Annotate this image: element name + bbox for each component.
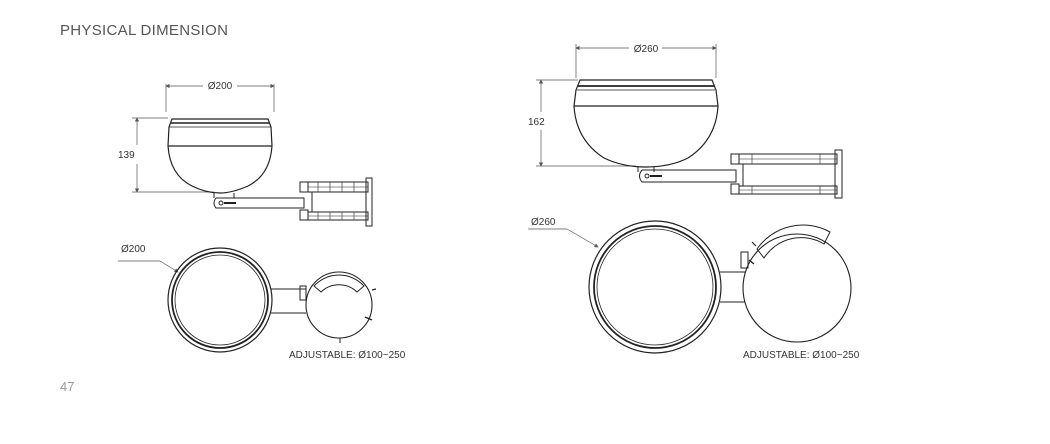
large-width-label: Ø260	[634, 44, 659, 55]
small-width-label: Ø200	[208, 81, 233, 92]
small-adjustable-label: ADJUSTABLE: Ø100~250	[289, 350, 406, 361]
small-dome	[167, 118, 273, 198]
large-fixture-side-view: Ø260 162	[528, 44, 843, 199]
small-width-dimension: Ø200	[165, 81, 275, 112]
large-clamp	[730, 149, 843, 199]
large-width-dimension: Ø260	[575, 44, 717, 78]
large-dome	[573, 79, 719, 172]
large-top-clamp	[742, 224, 852, 343]
section-title: PHYSICAL DIMENSION	[60, 22, 229, 39]
small-top-arm	[271, 285, 307, 314]
small-top-lamp	[167, 247, 273, 353]
large-diameter-leader: Ø260	[528, 217, 599, 248]
large-top-lamp	[588, 220, 722, 354]
small-clamp	[299, 177, 373, 227]
small-arm	[213, 197, 305, 209]
small-top-clamp	[305, 271, 377, 343]
small-fixture-side-view: Ø200 139	[118, 81, 373, 227]
large-height-label: 162	[528, 117, 545, 128]
small-diameter-leader: Ø200	[118, 244, 179, 273]
large-fixture-top-view: Ø260 ADJUSTABLE: Ø100~250	[528, 217, 860, 361]
small-height-dimension: 139	[118, 117, 214, 193]
large-arm	[639, 169, 737, 183]
small-height-label: 139	[118, 150, 135, 161]
small-top-diameter-label: Ø200	[121, 244, 146, 255]
large-top-diameter-label: Ø260	[531, 217, 556, 228]
page-number: 47	[60, 379, 75, 394]
large-adjustable-label: ADJUSTABLE: Ø100~250	[743, 350, 860, 361]
large-height-dimension: 162	[528, 79, 636, 167]
large-top-arm	[720, 251, 749, 303]
small-fixture-top-view: Ø200 ADJUSTABLE: Ø100~250	[118, 244, 406, 361]
